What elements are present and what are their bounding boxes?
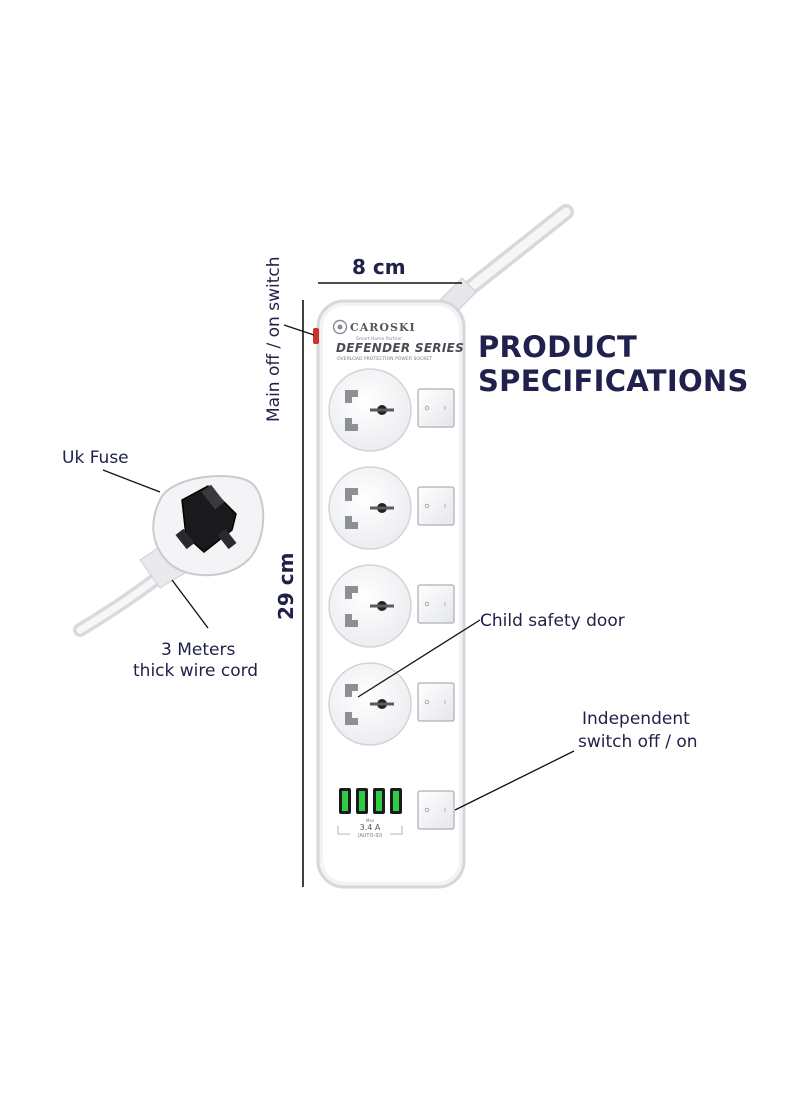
outlet-switch-4[interactable]	[417, 682, 455, 722]
outlet-1	[328, 368, 412, 452]
outlet-switch-1[interactable]	[417, 388, 455, 428]
usb-port-tongue	[342, 791, 348, 811]
usb-port-tongue	[359, 791, 365, 811]
usb-port-tongue	[376, 791, 382, 811]
outlet-hole-bottom	[345, 418, 358, 431]
width-dimension-label: 8 cm	[352, 255, 406, 279]
outlet-slot	[370, 408, 394, 412]
switch-off-mark	[424, 601, 430, 607]
usb-bracket	[337, 826, 403, 835]
outlet-group	[328, 368, 412, 746]
title-line-2: SPECIFICATIONS	[478, 364, 749, 398]
outlet-hole-top	[345, 684, 358, 697]
outlet-hole-top	[345, 390, 358, 403]
usb-port-2[interactable]	[356, 788, 368, 814]
brand-logo-icon	[332, 319, 348, 335]
usb-switch[interactable]	[417, 790, 455, 830]
uk-fuse-label: Uk Fuse	[62, 448, 129, 468]
switch-rocker[interactable]	[417, 486, 455, 526]
usb-port-4[interactable]	[390, 788, 402, 814]
outlet-4	[328, 662, 412, 746]
usb-current-label: 3.4 A	[360, 823, 381, 832]
main-switch-indicator	[313, 328, 319, 344]
outlet-switch-3[interactable]	[417, 584, 455, 624]
switch-rocker[interactable]	[417, 388, 455, 428]
plug-neutral-pin	[217, 528, 237, 550]
leader-independent-switch	[454, 750, 575, 811]
usb-max-label: Max	[366, 818, 375, 823]
outlet-hole-top	[345, 488, 358, 501]
usb-switch-rocker[interactable]	[417, 790, 455, 830]
outlet-hole-bottom	[345, 516, 358, 529]
usb-port-tongue	[393, 791, 399, 811]
usb-port-3[interactable]	[373, 788, 385, 814]
title-line-1: PRODUCT	[478, 330, 638, 364]
plug-earth-pin	[201, 484, 225, 510]
independent-switch-label-line-1: Independent	[582, 709, 690, 729]
independent-switch-label-line-2: switch off / on	[578, 732, 698, 752]
series-subtitle: OVERLOAD PROTECTION POWER SOCKET	[337, 356, 432, 362]
usb-mode-label: (AUTO-ID)	[357, 833, 382, 839]
leader-wire	[171, 579, 209, 629]
switch-off-mark	[424, 807, 430, 813]
switch-off-mark	[424, 503, 430, 509]
leader-child-door	[357, 619, 481, 698]
plug-live-pin	[175, 528, 195, 550]
switch-off-mark	[424, 405, 430, 411]
outlet-hole-top	[345, 586, 358, 599]
uk-plug	[73, 475, 265, 637]
height-dimension-label: 29 cm	[274, 552, 298, 621]
brand-tagline: Smart Home Partner	[356, 336, 402, 342]
brand-name: CAROSKI	[350, 321, 416, 334]
outlet-slot	[370, 702, 394, 706]
wire-label-line-1: 3 Meters	[161, 640, 236, 660]
outlet-hole-bottom	[345, 712, 358, 725]
outlet-hole-bottom	[345, 614, 358, 627]
switch-group	[417, 388, 455, 830]
outlet-slot	[370, 506, 394, 510]
outlet-2	[328, 466, 412, 550]
switch-rocker[interactable]	[417, 584, 455, 624]
usb-port-1[interactable]	[339, 788, 351, 814]
page-title: PRODUCT SPECIFICATIONS	[478, 330, 749, 398]
leader-main-switch	[283, 324, 315, 336]
switch-off-mark	[424, 699, 430, 705]
usb-port-group	[339, 788, 402, 814]
outlet-slot	[370, 604, 394, 608]
switch-rocker[interactable]	[417, 682, 455, 722]
wire-label-line-2: thick wire cord	[133, 661, 259, 681]
outlet-switch-2[interactable]	[417, 486, 455, 526]
leader-uk-fuse	[102, 469, 161, 493]
usb-panel: Max 3.4 A (AUTO-ID)	[337, 788, 403, 839]
series-name: DEFENDER SERIES	[336, 341, 464, 355]
child-door-label: Child safety door	[480, 611, 625, 631]
main-switch-label: Main off / on switch	[264, 256, 284, 422]
outlet-3	[328, 564, 412, 648]
